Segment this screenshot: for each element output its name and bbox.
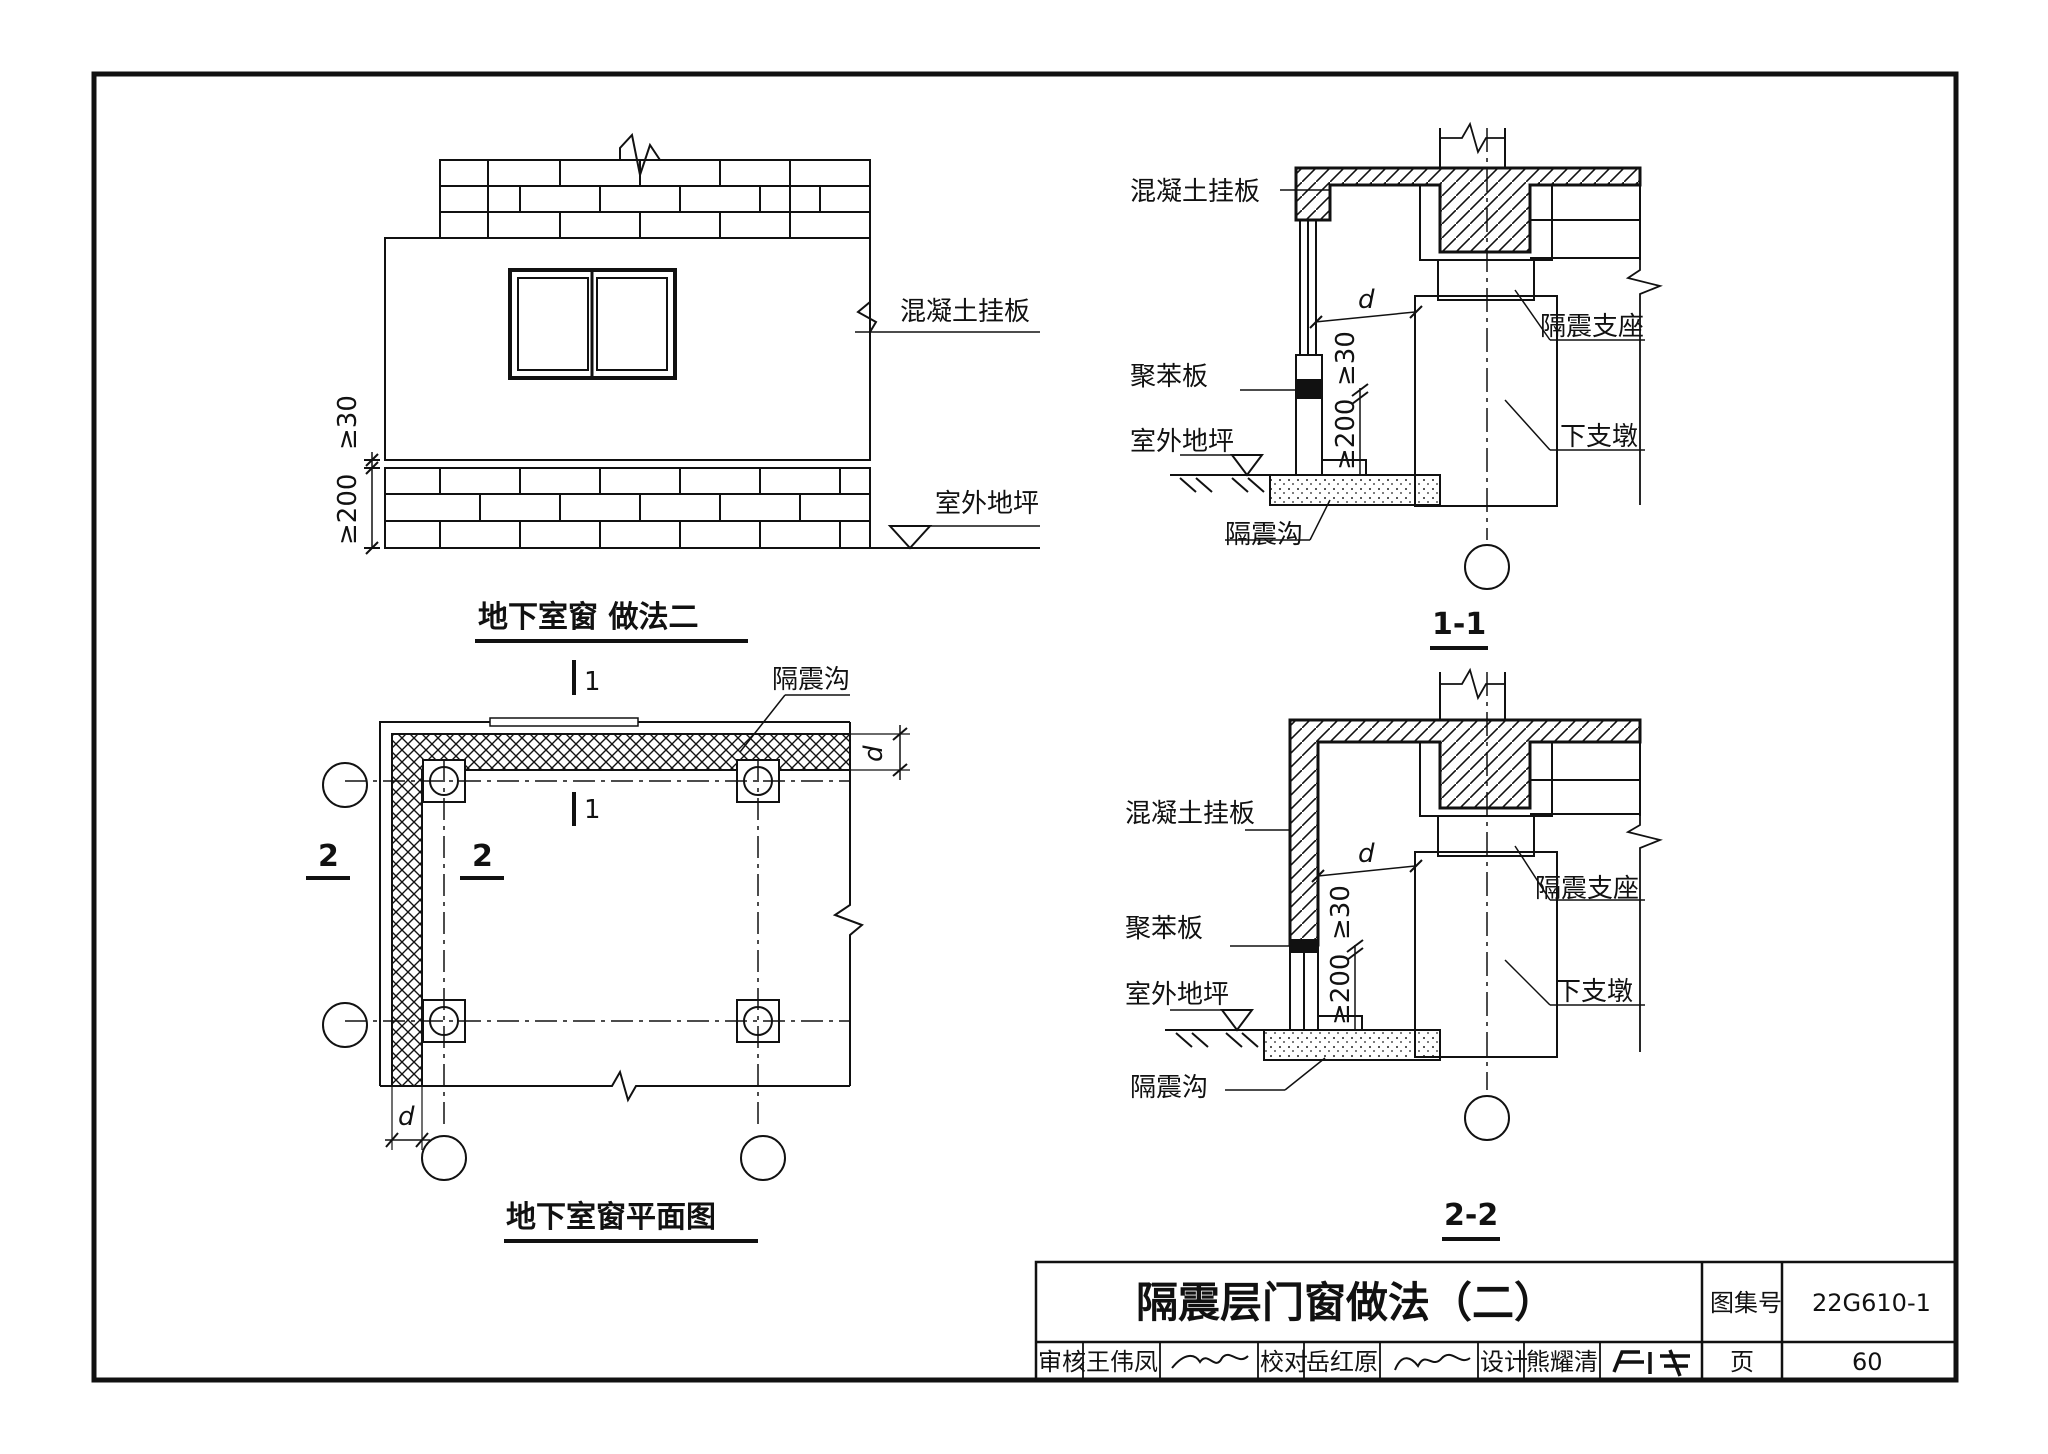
review-label: 审核 [1038,1348,1086,1376]
title-block [1034,1260,1958,1382]
section11-trench-label: 隔震沟 [1225,520,1303,550]
section22-dim-d: d [1358,839,1375,869]
atlas-label: 图集号 [1710,1289,1782,1317]
section11-dim-lower: ≥200 [1331,399,1361,470]
section11-polystyrene-label: 聚苯板 [1130,362,1208,392]
page-label: 页 [1730,1348,1754,1376]
plan-section1-mark-top: 1 [584,667,601,697]
section22-outdoor-ground-label: 室外地坪 [1125,980,1229,1010]
section11-hanging-panel-label: 混凝土挂板 [1130,177,1260,207]
section11-title: 1-1 [1432,607,1486,642]
reviewer-name: 王伟凤 [1086,1348,1158,1376]
plan-dim-d-bottom: d [398,1102,415,1132]
section11-dim-upper: ≥30 [1331,331,1361,386]
section11-dim-d: d [1358,285,1375,315]
section-2-2-view [1165,667,1663,1141]
section22-bearing-label: 隔震支座 [1535,874,1639,904]
plan-trench-label: 隔震沟 [772,665,850,695]
section11-lower-pier-label: 下支墩 [1560,422,1638,452]
section11-outdoor-ground-label: 室外地坪 [1130,427,1234,457]
checker-signature [1394,1353,1471,1371]
design-label: 设计 [1480,1348,1528,1376]
elevation-dim-lower: ≥200 [333,474,363,545]
elevation-dim-upper: ≥30 [333,395,363,450]
elevation-title: 地下室窗 做法二 [478,600,698,635]
section22-trench-label: 隔震沟 [1130,1073,1208,1103]
check-label: 校对 [1260,1348,1308,1376]
section22-hanging-panel-label: 混凝土挂板 [1125,799,1255,829]
plan-section1-mark-bottom: 1 [584,795,601,825]
section22-dim-upper: ≥30 [1326,885,1356,940]
plan-section2-mark-right: 2 [472,839,493,874]
designer-signature [1612,1349,1690,1377]
page-number: 60 [1852,1348,1883,1376]
plan-title: 地下室窗平面图 [506,1200,716,1235]
plan-view [306,660,910,1181]
checker-name: 岳红原 [1306,1348,1378,1376]
drawing-title: 隔震层门窗做法（二） [1136,1278,1556,1327]
section22-lower-pier-label: 下支墩 [1555,977,1633,1007]
section-1-1-view [1170,121,1663,590]
reviewer-signature [1171,1353,1249,1369]
elevation-hanging-panel-label: 混凝土挂板 [900,297,1030,327]
designer-name: 熊耀清 [1526,1348,1598,1376]
section22-dim-lower: ≥200 [1326,954,1356,1025]
sheet-border [91,71,1959,1383]
elevation-view [364,132,1040,555]
section22-title: 2-2 [1444,1198,1498,1233]
atlas-number: 22G610-1 [1812,1289,1931,1317]
section22-polystyrene-label: 聚苯板 [1125,914,1203,944]
elevation-outdoor-ground-label: 室外地坪 [935,489,1039,519]
plan-section2-mark-left: 2 [318,839,339,874]
section11-bearing-label: 隔震支座 [1540,312,1644,342]
plan-dim-d-right: d [859,745,889,762]
